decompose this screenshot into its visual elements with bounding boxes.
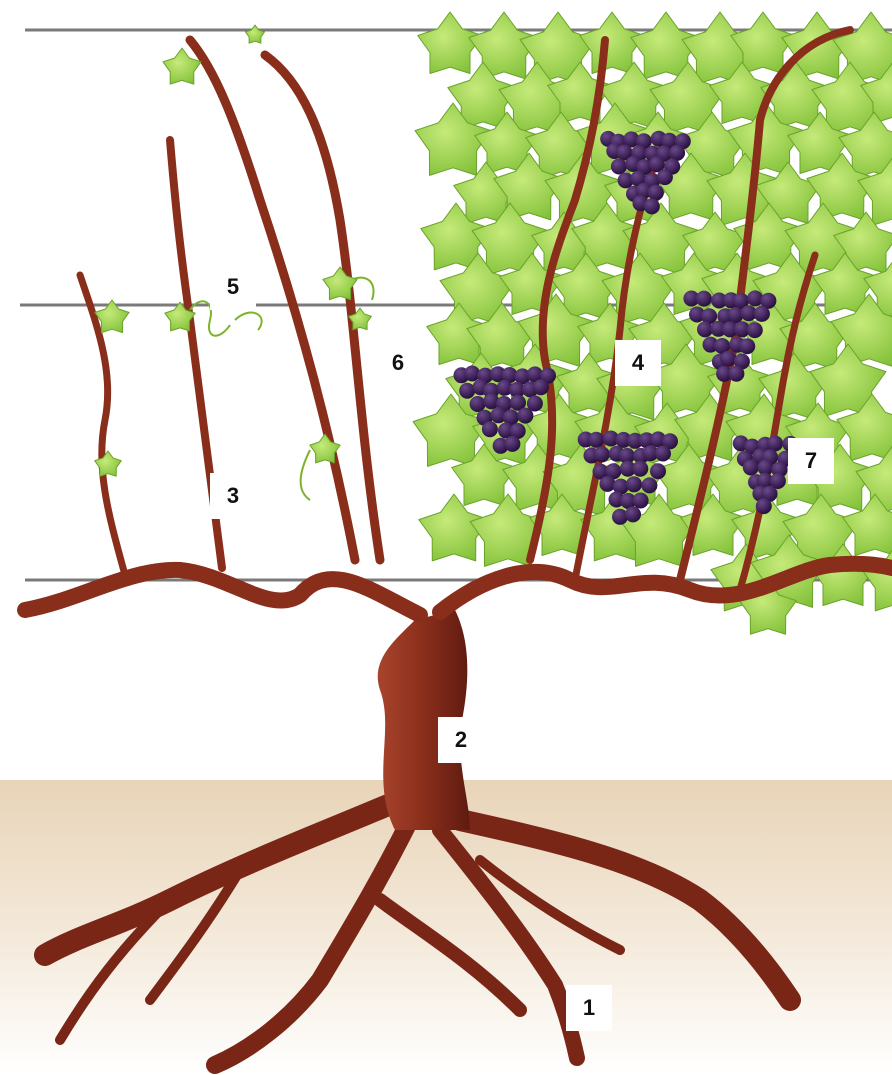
grape-berry <box>767 436 783 452</box>
grape-berry <box>470 396 486 412</box>
label-6: 6 <box>375 340 421 386</box>
grape-berry <box>600 476 616 492</box>
young-shoots <box>190 278 374 500</box>
grape-berry <box>648 185 664 201</box>
grape-berry <box>657 169 673 185</box>
label-4: 4 <box>615 340 661 386</box>
grape-berry <box>743 460 759 476</box>
grape-berry <box>669 145 685 161</box>
small-leaves <box>95 25 372 476</box>
grape-berry <box>650 463 666 479</box>
grape-berry <box>632 461 648 477</box>
grape-berry <box>747 290 763 306</box>
leaf-canopy <box>413 12 892 634</box>
grape-berry <box>633 493 649 509</box>
grape-berry <box>696 291 712 307</box>
label-7: 7 <box>788 438 834 484</box>
grape-berry <box>641 477 657 493</box>
grape-berry <box>625 506 641 522</box>
leaf <box>246 25 265 43</box>
grape-berry <box>626 476 642 492</box>
grape-berry <box>720 351 736 367</box>
grape-berry <box>611 159 627 175</box>
grape-berry <box>728 366 744 382</box>
label-1: 1 <box>566 985 612 1031</box>
grape-berry <box>644 198 660 214</box>
label-3: 3 <box>210 473 256 519</box>
grape-berry <box>655 446 671 462</box>
grape-berry <box>739 338 755 354</box>
grape-berry <box>504 436 520 452</box>
grape-berry <box>756 498 772 514</box>
grape-berry <box>482 421 498 437</box>
grape-berry <box>747 322 763 338</box>
grape-berry <box>588 432 604 448</box>
grape-berry <box>533 379 549 395</box>
grape-berry <box>594 446 610 462</box>
grape-berry <box>754 306 770 322</box>
label-2: 2 <box>438 717 484 763</box>
grape-berry <box>517 408 533 424</box>
label-5: 5 <box>210 264 256 310</box>
